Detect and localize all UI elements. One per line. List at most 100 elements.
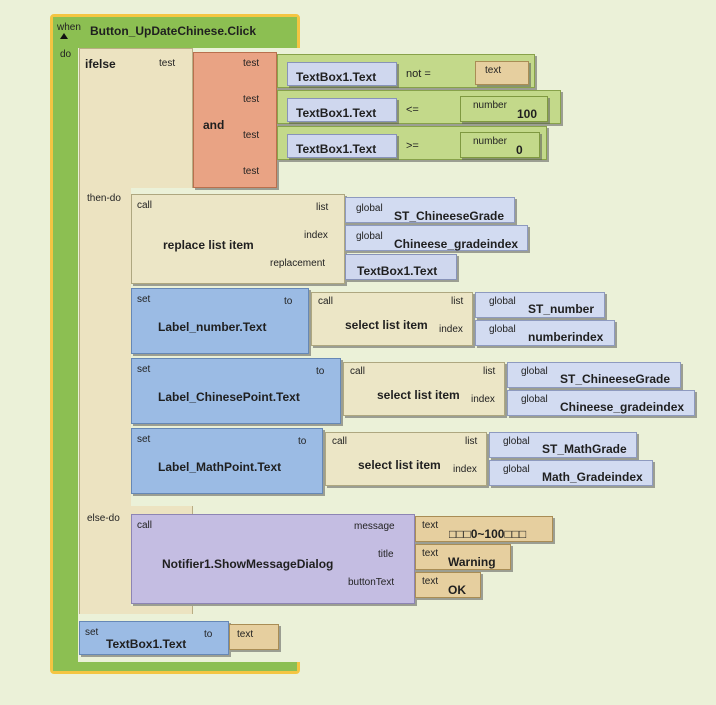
and-test-label-1: test — [243, 58, 260, 69]
set-block-label-number[interactable] — [131, 288, 309, 354]
global-label: global — [489, 324, 516, 335]
text-literal-message-value: □□□0~100□□□ — [449, 527, 527, 541]
global-var-name: ST_ChineeseGrade — [560, 372, 671, 386]
event-header[interactable] — [53, 17, 297, 47]
number-literal-3-type: number — [473, 136, 507, 147]
set-block-textbox1-text[interactable] — [79, 621, 229, 655]
set-block-label-chinesepoint[interactable] — [131, 358, 341, 424]
textbox-getter-replacement-label: TextBox1.Text — [357, 264, 438, 278]
text-literal-1[interactable] — [475, 61, 529, 85]
set-to-label: to — [204, 629, 213, 640]
and-block[interactable] — [193, 52, 277, 188]
global-var-name: Math_Gradeindex — [542, 470, 643, 484]
event-name: Button_UpDateChinese.Click — [90, 24, 257, 38]
textbox-getter-2-label: TextBox1.Text — [296, 106, 377, 120]
set-target: Label_MathPoint.Text — [158, 460, 282, 474]
do-label: do — [60, 49, 72, 60]
compare-op-3: >= — [406, 140, 419, 152]
global-label: global — [489, 296, 516, 307]
select-call-label: call — [318, 296, 334, 307]
and-test-label-4: test — [243, 166, 260, 177]
textbox-getter-3[interactable] — [287, 134, 397, 158]
collapse-triangle-icon[interactable] — [60, 33, 68, 39]
number-literal-2-type: number — [473, 100, 507, 111]
text-literal-button-value: OK — [448, 583, 466, 597]
and-test-label-2: test — [243, 94, 260, 105]
select-list-item-block-1[interactable] — [311, 292, 473, 346]
global-var-name: Chineese_gradeindex — [560, 400, 685, 414]
textbox-getter-1-label: TextBox1.Text — [296, 70, 377, 84]
set-to-label: to — [316, 366, 325, 377]
text-literal-title-value: Warning — [448, 555, 496, 569]
else-do-label: else-do — [87, 513, 120, 524]
global-var-name: numberindex — [528, 330, 604, 344]
notifier-call-label: call — [137, 520, 153, 531]
select-list-item-block-3[interactable] — [325, 432, 487, 486]
set-to-label: to — [298, 436, 307, 447]
global-var-name: Chineese_gradeindex — [394, 237, 519, 251]
replace-index-label: index — [304, 230, 328, 241]
notifier-message-label: message — [354, 521, 395, 532]
text-type-label: text — [422, 548, 439, 559]
select-func-name: select list item — [358, 458, 441, 472]
select-list-item-block-2[interactable] — [343, 362, 505, 416]
textbox-getter-replacement[interactable] — [345, 254, 457, 280]
global-getter-replace-list[interactable] — [345, 197, 515, 223]
replace-call-label: call — [137, 200, 153, 211]
text-literal-button[interactable] — [415, 572, 481, 598]
text-literal-empty[interactable] — [229, 624, 279, 650]
then-do-label: then-do — [87, 193, 121, 204]
set-target: Label_number.Text — [158, 320, 267, 334]
event-footer — [53, 662, 297, 671]
set-label: set — [85, 627, 99, 638]
replace-name: replace list item — [163, 238, 254, 252]
select-index-label: index — [453, 464, 477, 475]
global-label: global — [503, 464, 530, 475]
set-target: TextBox1.Text — [106, 637, 187, 651]
number-literal-3[interactable] — [460, 132, 540, 158]
set-label: set — [137, 364, 151, 375]
global-getter-index-1[interactable] — [475, 320, 615, 346]
global-label: global — [356, 231, 383, 242]
compare-op-1: not = — [406, 68, 431, 80]
global-label: global — [521, 366, 548, 377]
notifier-button-text-label: buttonText — [348, 577, 395, 588]
set-block-label-mathpoint[interactable] — [131, 428, 323, 494]
global-label: global — [356, 203, 383, 214]
select-call-label: call — [350, 366, 366, 377]
ifelse-label: ifelse — [85, 57, 116, 71]
number-literal-2-value: 100 — [517, 107, 538, 121]
textbox-getter-1[interactable] — [287, 62, 397, 86]
select-index-label: index — [471, 394, 495, 405]
select-index-label: index — [439, 324, 463, 335]
global-getter-list-2[interactable] — [507, 362, 681, 388]
global-getter-index-2[interactable] — [507, 390, 695, 416]
global-var-name: ST_MathGrade — [542, 442, 627, 456]
text-literal-1-type: text — [485, 65, 502, 76]
replace-list-item-block[interactable] — [131, 194, 345, 284]
global-label: global — [521, 394, 548, 405]
replace-replacement-label: replacement — [270, 258, 326, 269]
textbox-getter-2[interactable] — [287, 98, 397, 122]
select-func-name: select list item — [345, 318, 428, 332]
text-type-label: text — [422, 520, 439, 531]
notifier-show-message-dialog-block[interactable] — [131, 514, 415, 604]
global-getter-index-3[interactable] — [489, 460, 653, 486]
select-list-label: list — [483, 366, 496, 377]
global-getter-list-1[interactable] — [475, 292, 605, 318]
number-literal-3-value: 0 — [516, 143, 523, 157]
global-getter-list-3[interactable] — [489, 432, 637, 458]
set-label: set — [137, 434, 151, 445]
replace-list-label: list — [316, 202, 329, 213]
global-label: global — [503, 436, 530, 447]
text-literal-message[interactable] — [415, 516, 553, 542]
set-label: set — [137, 294, 151, 305]
global-getter-replace-index[interactable] — [345, 225, 528, 251]
notifier-title-label: title — [378, 549, 394, 560]
text-type-label: text — [422, 576, 439, 587]
global-var-name: ST_ChineeseGrade — [394, 209, 505, 223]
and-test-label-3: test — [243, 130, 260, 141]
text-literal-title[interactable] — [415, 544, 511, 570]
number-literal-2[interactable] — [460, 96, 548, 122]
